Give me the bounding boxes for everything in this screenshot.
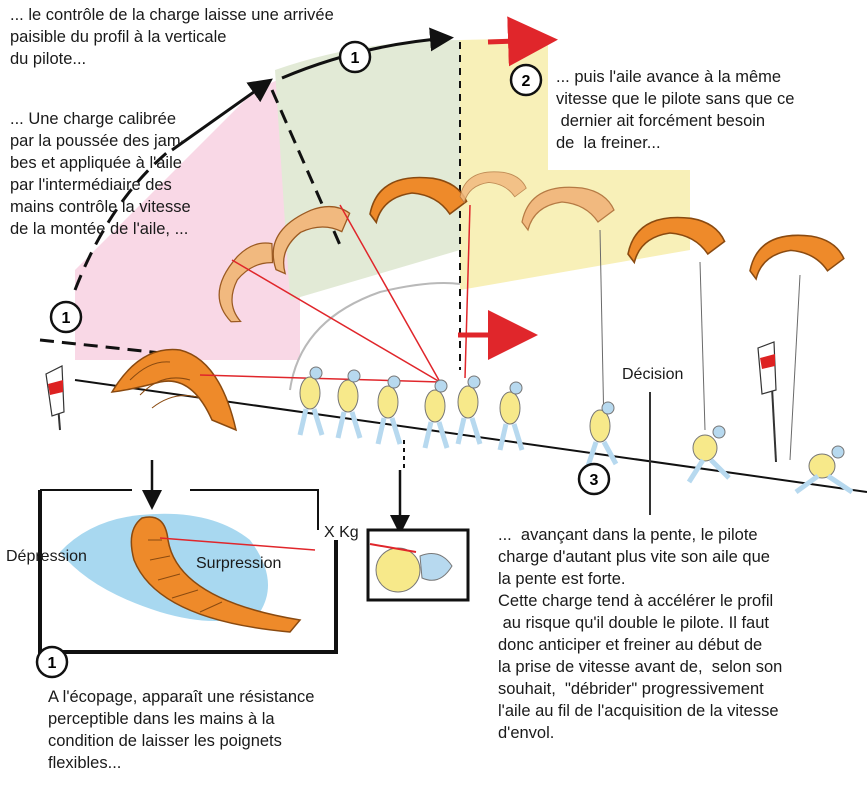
windsock-right bbox=[757, 341, 777, 463]
wing-advance-4 bbox=[749, 234, 845, 280]
red-arrow-top bbox=[487, 16, 558, 67]
wing-ground bbox=[110, 348, 238, 432]
badge-phase1-top: 1 bbox=[338, 40, 372, 74]
caption-left-mid: ... Une charge calibrée par la poussée d… bbox=[10, 110, 191, 238]
caption-bottom-right: ... avançant dans la pente, le pilote ch… bbox=[498, 526, 783, 742]
pilots-group bbox=[297, 366, 854, 495]
caption-top-left: ... le contrôle de la charge laisse une … bbox=[10, 6, 334, 68]
label-surpression: Surpression bbox=[196, 555, 282, 572]
caption-bottom-left: A l'écopage, apparaît une résistance per… bbox=[48, 688, 315, 772]
inset-pilot bbox=[366, 528, 470, 602]
arc-to-vertical bbox=[171, 78, 273, 152]
label-depression: Dépression bbox=[6, 548, 87, 565]
inset-profile bbox=[38, 489, 338, 654]
zone-yellow bbox=[460, 38, 690, 290]
badge-phase1-left: 1 bbox=[49, 300, 83, 334]
thin-lines bbox=[599, 229, 801, 461]
label-decision: Décision bbox=[622, 366, 684, 383]
windsock-left bbox=[45, 365, 65, 431]
zone-green bbox=[275, 40, 460, 300]
arc-phase1-bottom bbox=[73, 148, 171, 291]
badge-phase2: 2 bbox=[509, 63, 543, 97]
label-weight: X Kg bbox=[324, 524, 359, 541]
svg-text:2: 2 bbox=[522, 73, 531, 90]
text-backdrop-right bbox=[548, 55, 867, 170]
svg-text:1: 1 bbox=[351, 50, 360, 67]
svg-text:3: 3 bbox=[590, 472, 599, 489]
badge-phase3: 3 bbox=[577, 462, 611, 496]
svg-text:1: 1 bbox=[62, 310, 71, 327]
svg-text:1: 1 bbox=[48, 655, 57, 672]
badge-phase1-bottom: 1 bbox=[35, 645, 69, 679]
zone-pink bbox=[75, 70, 300, 360]
pilot-circle-arc bbox=[289, 282, 461, 391]
caption-top-right: ... puis l'aile avance à la même vitesse… bbox=[556, 68, 795, 152]
